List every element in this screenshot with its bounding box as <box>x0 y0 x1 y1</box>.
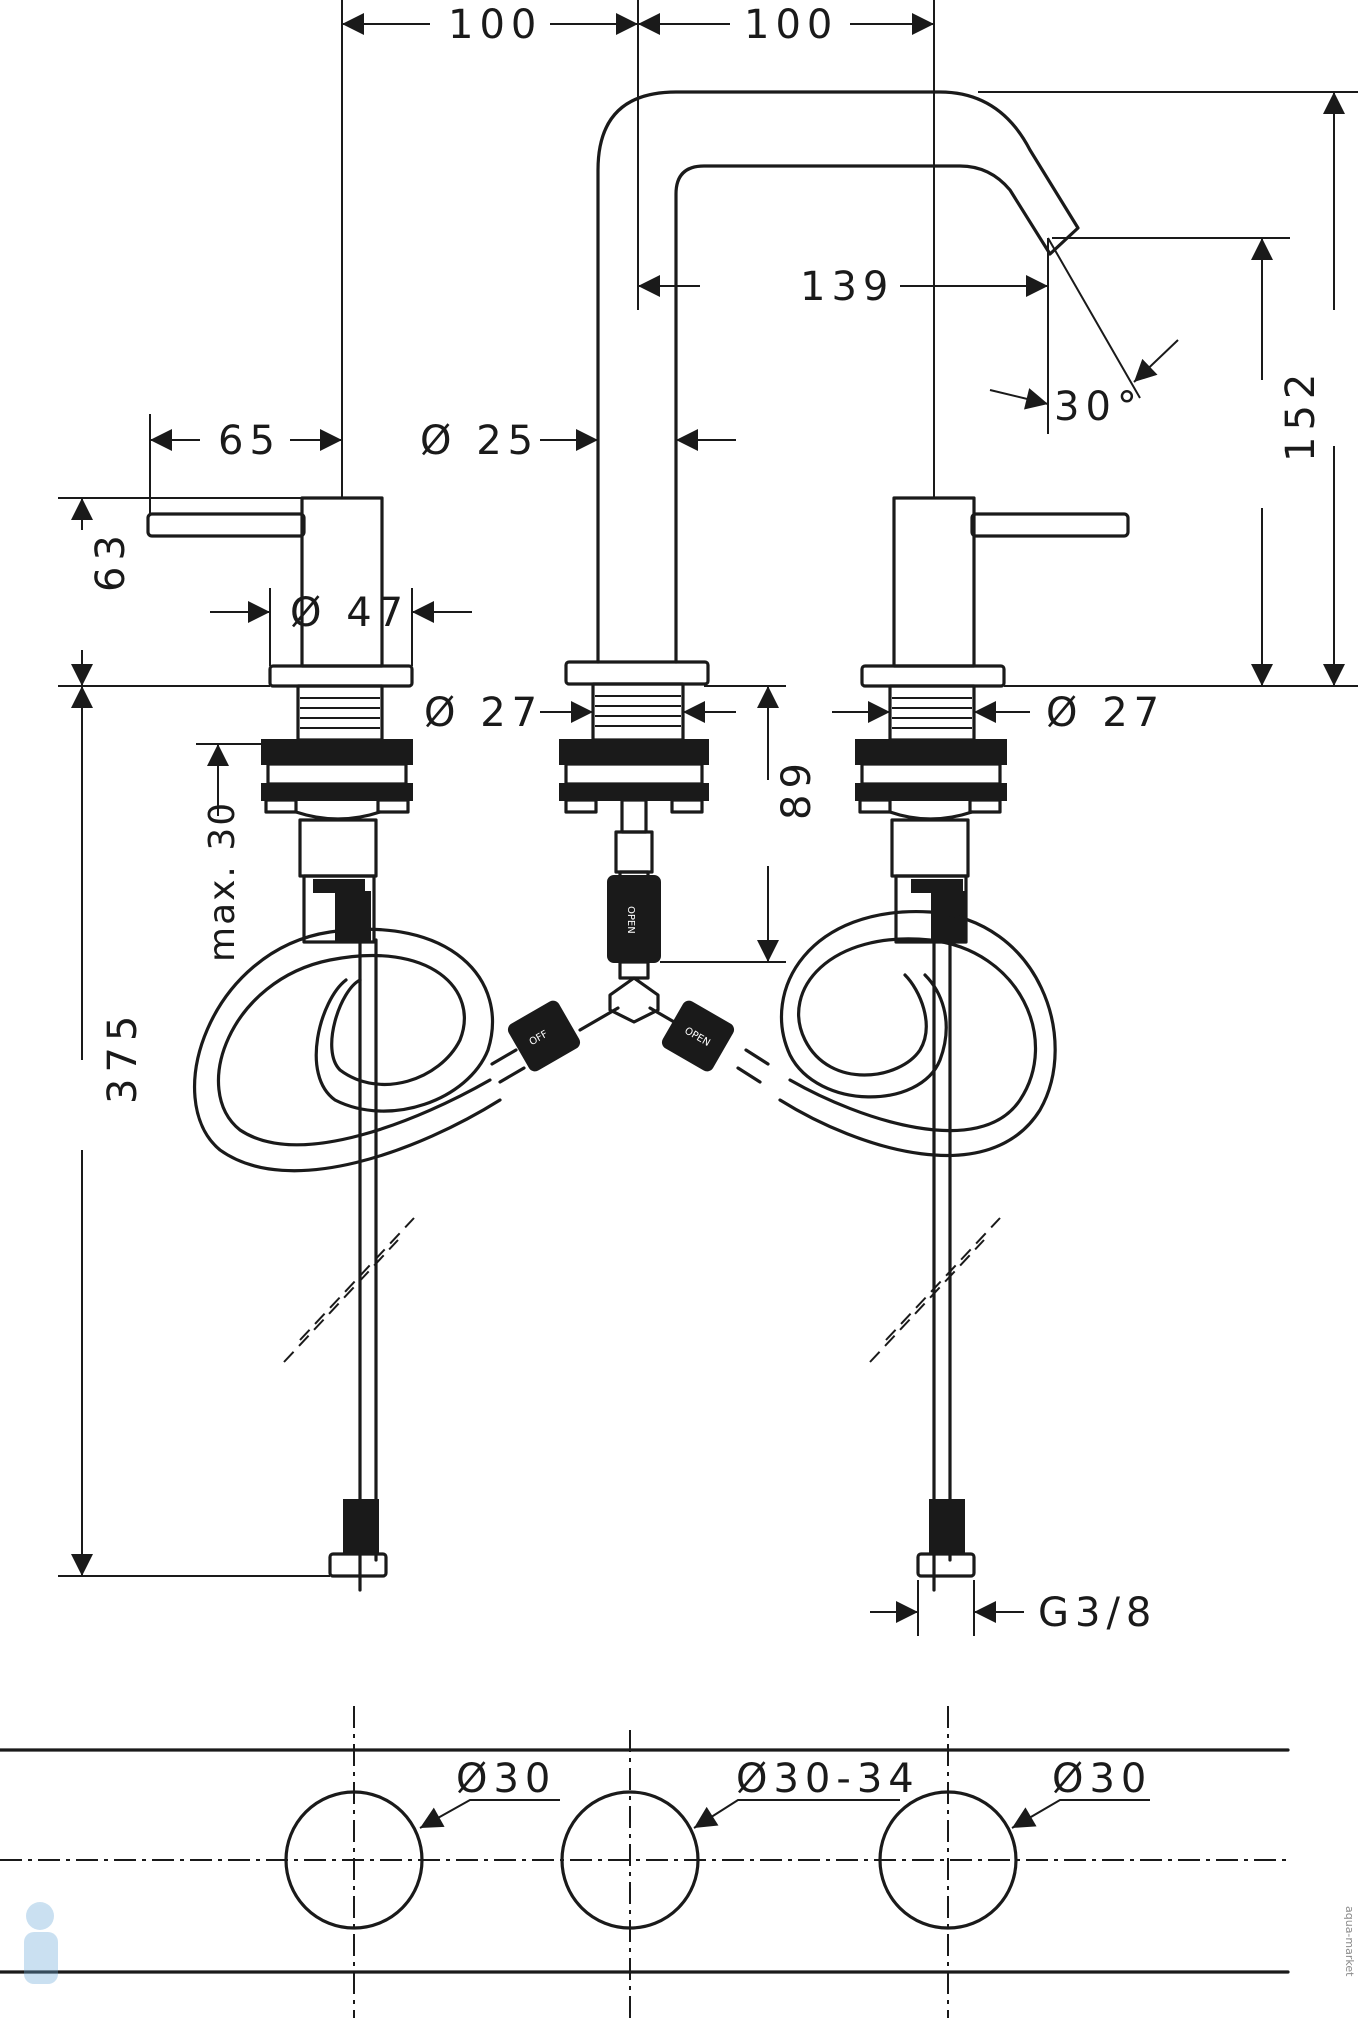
hole-center <box>560 1790 700 1930</box>
y-connector <box>578 976 690 1032</box>
right-hose-loop <box>661 910 1057 1158</box>
valve-tag-center: OPEN <box>625 906 636 934</box>
countertop-plan <box>0 1706 1290 2018</box>
center-valve-body <box>559 682 709 980</box>
dim-hole-left: Ø30 <box>456 1756 556 1802</box>
dim-hose-length: 375 <box>100 1010 146 1104</box>
dim-spout-diameter: Ø 25 <box>420 418 539 464</box>
dim-connection-thread: G3/8 <box>1038 1590 1157 1636</box>
break-symbol-right <box>869 1217 1001 1363</box>
dim-spread-left: 100 <box>448 2 542 48</box>
dim-shank-center: Ø 27 <box>424 690 543 736</box>
dim-spread-right: 100 <box>744 2 838 48</box>
dim-valve-depth: 89 <box>774 757 820 820</box>
watermark-logo <box>24 1902 58 1984</box>
hole-right <box>878 1790 1018 1930</box>
dim-base-diameter: Ø 47 <box>290 590 409 636</box>
break-symbol-left <box>283 1217 415 1363</box>
hole-left <box>284 1790 424 1930</box>
dim-spout-angle: 30° <box>1054 384 1143 430</box>
dim-spout-outlet-height: 152 <box>1278 368 1324 462</box>
dim-handle-height: 63 <box>88 529 134 592</box>
dim-spout-reach: 139 <box>800 264 894 310</box>
dim-handle-offset: 65 <box>218 418 281 464</box>
dim-deck-thickness: max. 30 <box>202 801 243 962</box>
left-handle <box>146 496 414 1592</box>
right-handle <box>855 496 1130 1592</box>
left-hose-loop <box>193 927 581 1173</box>
dim-total-height: 201 <box>1354 296 1358 390</box>
spout <box>564 90 1080 686</box>
dim-hole-right: Ø30 <box>1052 1756 1152 1802</box>
dim-hole-center: Ø30-34 <box>736 1756 920 1802</box>
dim-shank-right: Ø 27 <box>1046 690 1165 736</box>
watermark-text: aqua-market <box>1343 1906 1356 1977</box>
